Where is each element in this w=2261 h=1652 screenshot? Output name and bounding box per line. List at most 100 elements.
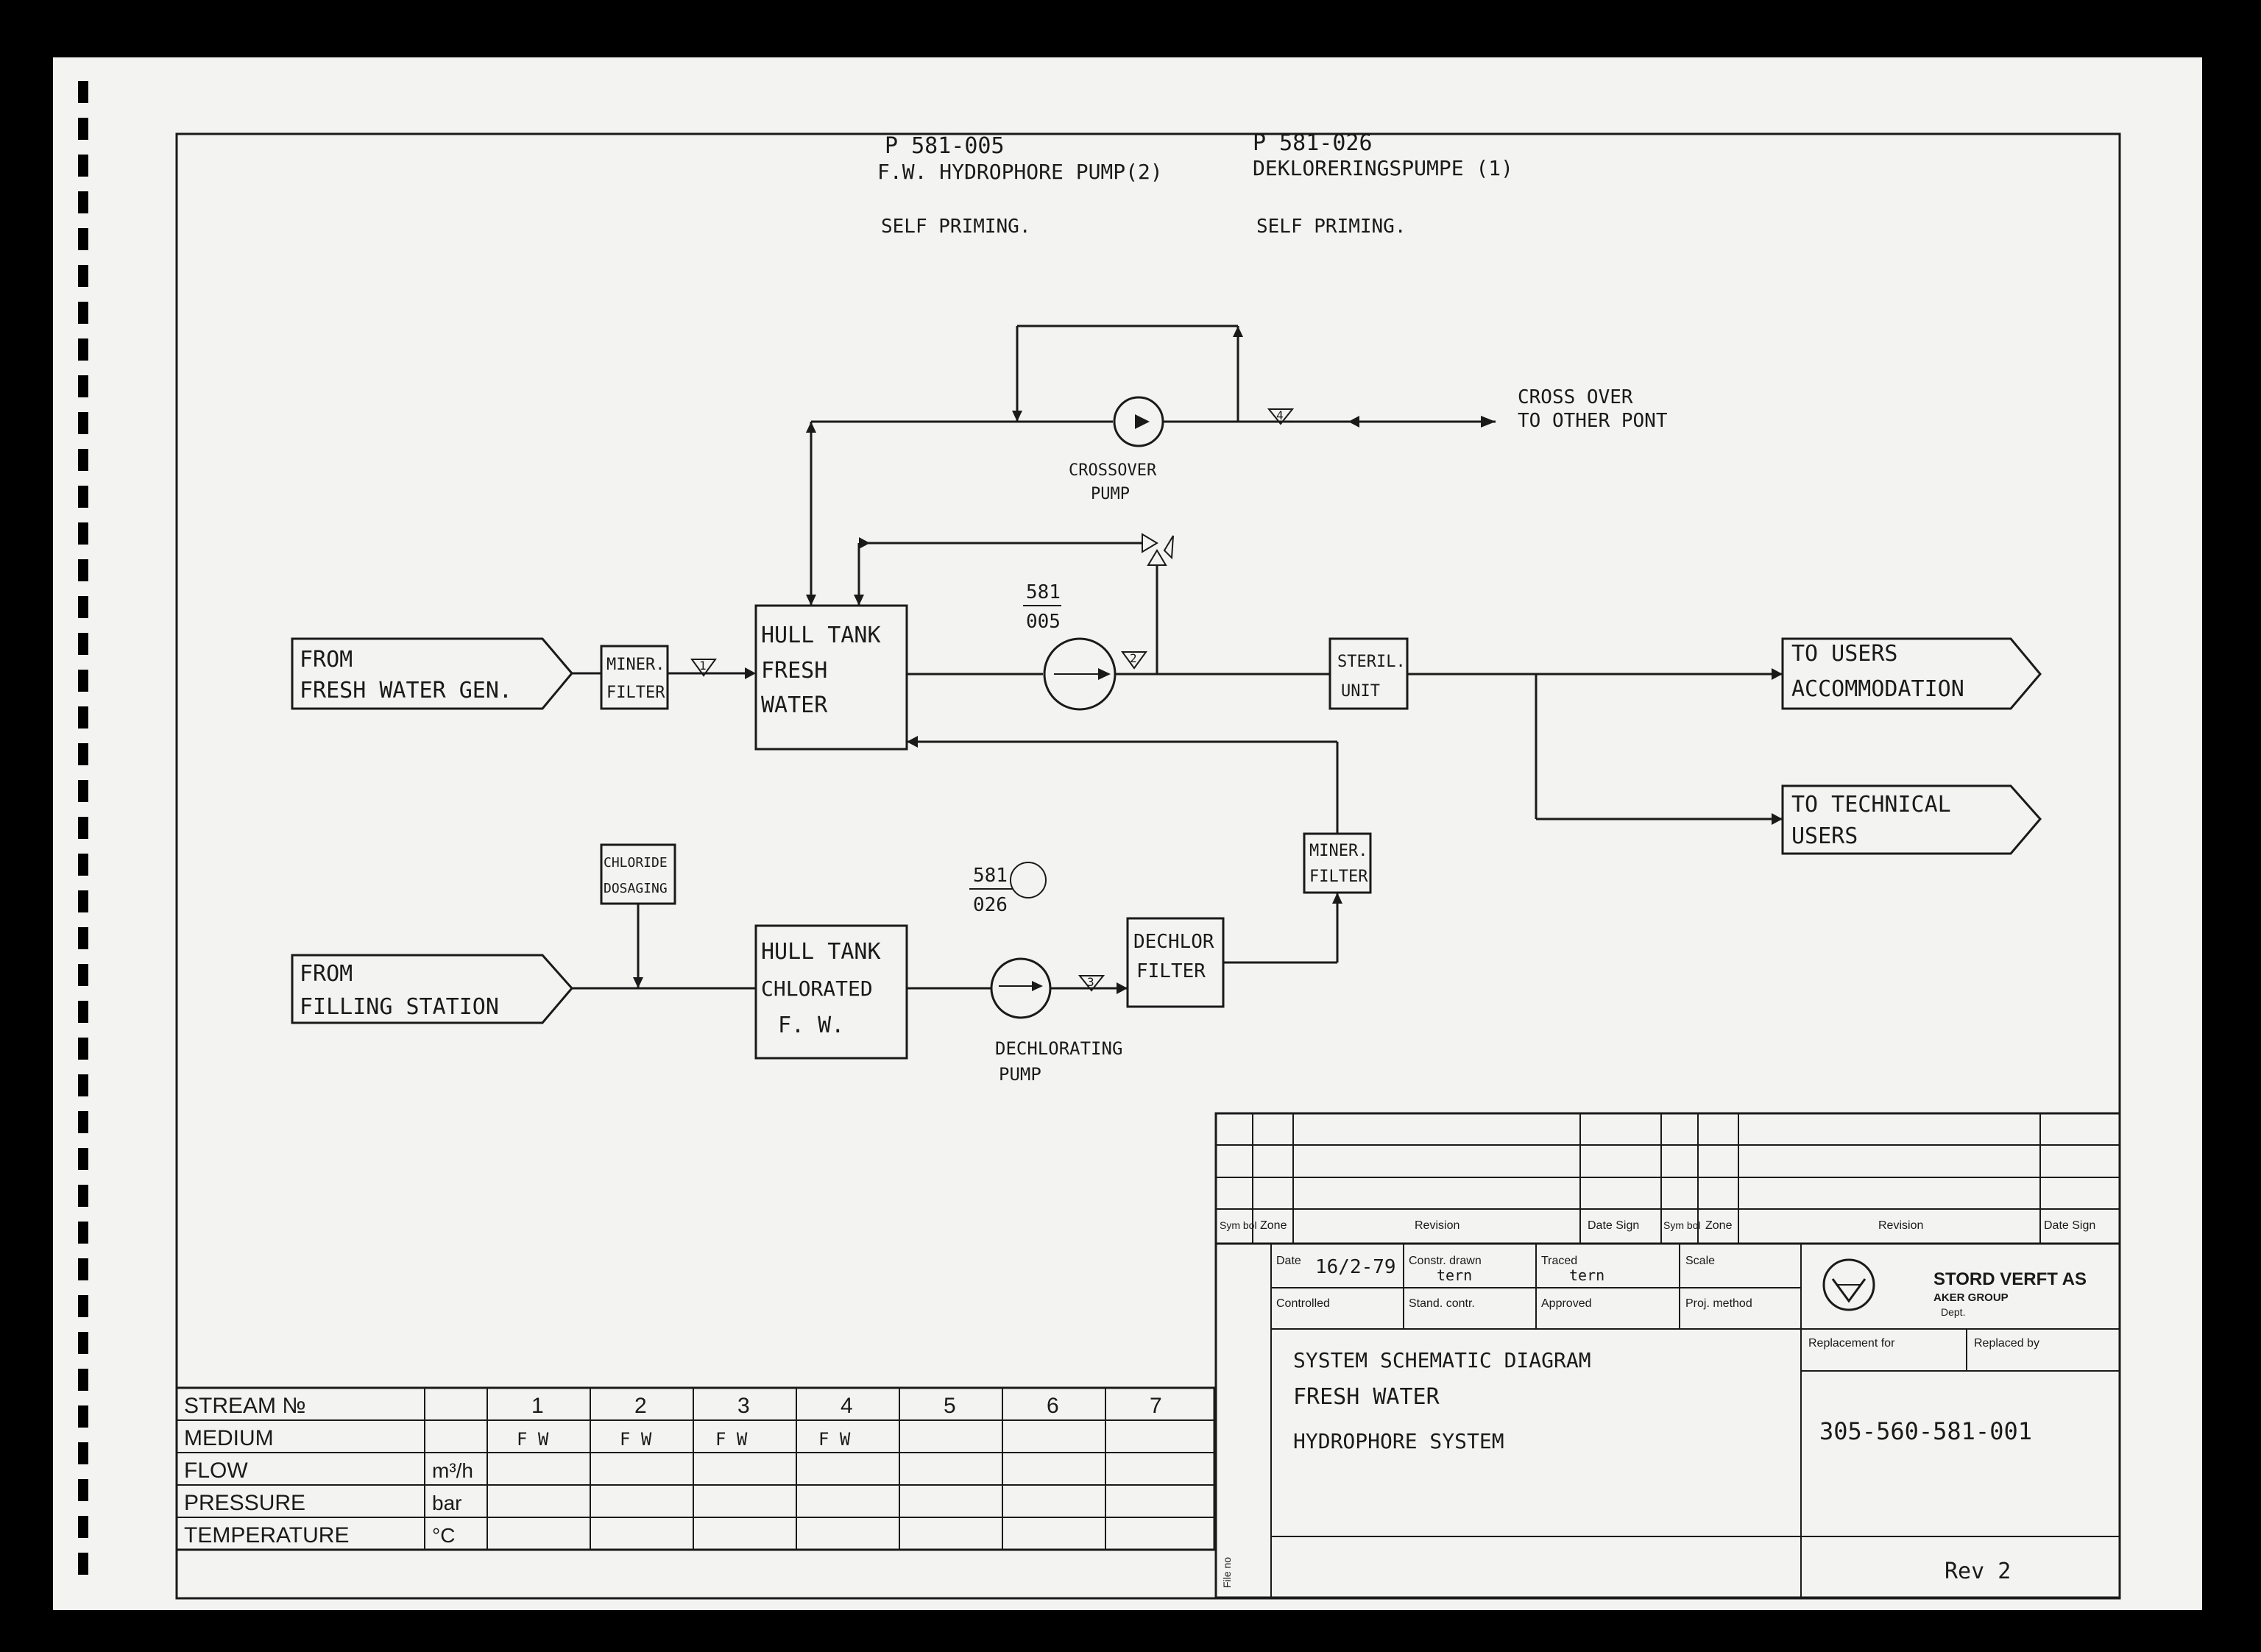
row-label-stream: STREAM № bbox=[184, 1394, 306, 1418]
scale-label: Scale bbox=[1685, 1255, 1715, 1267]
output-tech-l1: TO TECHNICAL bbox=[1791, 792, 1951, 818]
output-technical-users bbox=[1781, 784, 2042, 855]
file-no-label: File no bbox=[1221, 1557, 1233, 1588]
rev-hdr-l-revision: Revision bbox=[1415, 1219, 1459, 1232]
stream-3-marker bbox=[1078, 975, 1105, 992]
miner-filter-1-l1: MINER. bbox=[606, 656, 665, 674]
binder-hole bbox=[78, 964, 88, 986]
stream-2-number: 2 bbox=[1130, 651, 1137, 665]
binder-hole bbox=[78, 596, 88, 618]
binder-hole bbox=[78, 1148, 88, 1170]
binder-hole bbox=[78, 228, 88, 250]
rev-hdr-r-zone: Zone bbox=[1705, 1219, 1733, 1232]
tag-581-005-l1: 581 bbox=[1026, 581, 1061, 603]
binder-hole bbox=[78, 302, 88, 324]
stream-num-1: 1 bbox=[531, 1394, 544, 1418]
row-label-temperature: TEMPERATURE bbox=[184, 1523, 349, 1548]
stream-num-2: 2 bbox=[634, 1394, 647, 1418]
binder-hole bbox=[78, 375, 88, 397]
crossover-pump-l2: PUMP bbox=[1091, 485, 1130, 503]
crossover-pump-l1: CROSSOVER bbox=[1069, 461, 1157, 480]
unit-temperature: °C bbox=[432, 1524, 455, 1547]
output-users-accommodation bbox=[1781, 637, 2042, 710]
unit-flow: m³/h bbox=[432, 1459, 473, 1482]
stream-1-number: 1 bbox=[699, 659, 707, 673]
binder-strip bbox=[74, 74, 96, 1619]
dechl-pump-l2: PUMP bbox=[999, 1064, 1041, 1085]
binder-hole bbox=[78, 633, 88, 655]
company-division: Dept. bbox=[1941, 1306, 1965, 1318]
rev-hdr-r-revision: Revision bbox=[1878, 1219, 1923, 1232]
binder-hole bbox=[78, 118, 88, 140]
input-fwg-line1: FROM bbox=[300, 647, 353, 673]
hull-tank-chl-l3: F. W. bbox=[778, 1013, 844, 1038]
title-line-3: HYDROPHORE SYSTEM bbox=[1293, 1429, 1504, 1453]
steril-unit-l1: STERIL. bbox=[1337, 653, 1406, 671]
medium-3: F W bbox=[715, 1429, 748, 1450]
binder-hole bbox=[78, 1442, 88, 1464]
miner-filter-2-l1: MINER. bbox=[1309, 842, 1367, 860]
rev-hdr-r-date: Date Sign bbox=[2044, 1219, 2095, 1232]
dechlor-filter-l2: FILTER bbox=[1136, 960, 1206, 982]
binder-hole bbox=[78, 522, 88, 545]
dechlor-filter-l1: DECHLOR bbox=[1133, 931, 1214, 953]
binder-hole bbox=[78, 1332, 88, 1354]
drawing-number: 305-560-581-001 bbox=[1819, 1417, 2032, 1445]
pump1-tag: P 581-005 bbox=[885, 133, 1005, 159]
binder-hole bbox=[78, 1553, 88, 1575]
stream-3-number: 3 bbox=[1087, 975, 1094, 989]
input-filling-station bbox=[291, 954, 573, 1024]
binder-hole bbox=[78, 559, 88, 581]
binder-hole bbox=[78, 1369, 88, 1391]
tag-581-005-l2: 005 bbox=[1026, 611, 1061, 633]
row-label-medium: MEDIUM bbox=[184, 1426, 274, 1450]
hull-tank-chlorated bbox=[754, 924, 908, 1060]
relief-valve bbox=[1147, 549, 1167, 566]
stream-1-marker bbox=[690, 659, 717, 677]
input-fwg-line2: FRESH WATER GEN. bbox=[300, 678, 512, 703]
binder-hole bbox=[78, 890, 88, 912]
miner-filter-2-l2: FILTER bbox=[1309, 868, 1368, 886]
pump1-name: F.W. HYDROPHORE PUMP(2) bbox=[877, 160, 1163, 184]
constr-value: tern bbox=[1437, 1266, 1472, 1284]
dechl-pump-l1: DECHLORATING bbox=[995, 1038, 1122, 1059]
binder-hole bbox=[78, 670, 88, 692]
stream-num-3: 3 bbox=[737, 1394, 750, 1418]
binder-hole bbox=[78, 1516, 88, 1538]
stream-table: STREAM № MEDIUM FLOW PRESSURE TEMPERATUR… bbox=[175, 1386, 1216, 1551]
binder-hole bbox=[78, 1479, 88, 1501]
medium-4: F W bbox=[818, 1429, 851, 1450]
binder-hole bbox=[78, 486, 88, 508]
schematic-diagram: P 581-005 F.W. HYDROPHORE PUMP(2) SELF P… bbox=[175, 130, 2121, 1600]
binder-hole bbox=[78, 1038, 88, 1060]
binder-hole bbox=[78, 1111, 88, 1133]
stream-num-7: 7 bbox=[1150, 1394, 1162, 1418]
rev-hdr-l-zone: Zone bbox=[1260, 1219, 1287, 1232]
title-block: Sym bol Zone Revision Date Sign Sym bol … bbox=[1214, 1112, 2121, 1599]
traced-value: tern bbox=[1569, 1266, 1604, 1284]
proj-label: Proj. method bbox=[1685, 1297, 1752, 1310]
constr-label: Constr. drawn bbox=[1409, 1255, 1482, 1267]
binder-hole bbox=[78, 706, 88, 728]
unit-pressure: bar bbox=[432, 1492, 461, 1514]
company-name: STORD VERFT AS bbox=[1933, 1269, 2087, 1289]
binder-hole bbox=[78, 743, 88, 765]
traced-label: Traced bbox=[1541, 1255, 1577, 1267]
binder-hole bbox=[78, 1185, 88, 1207]
stream-2-marker bbox=[1121, 651, 1147, 670]
binder-hole bbox=[78, 1074, 88, 1096]
date-label: Date bbox=[1276, 1255, 1301, 1267]
binder-hole bbox=[78, 1405, 88, 1428]
miner-filter-1-l2: FILTER bbox=[606, 684, 665, 702]
binder-hole bbox=[78, 191, 88, 213]
binder-hole bbox=[78, 338, 88, 361]
drawing-sheet: P 581-005 F.W. HYDROPHORE PUMP(2) SELF P… bbox=[53, 57, 2202, 1610]
miner-filter-1 bbox=[600, 645, 669, 710]
controlled-label: Controlled bbox=[1276, 1297, 1330, 1310]
crossover-out-l1: CROSS OVER bbox=[1518, 386, 1633, 408]
pump2-name: DEKLORERINGSPUMPE (1) bbox=[1253, 156, 1513, 180]
stream-num-6: 6 bbox=[1047, 1394, 1059, 1418]
company-logo bbox=[1822, 1258, 1875, 1311]
stand-label: Stand. contr. bbox=[1409, 1297, 1475, 1310]
stream-num-5: 5 bbox=[944, 1394, 956, 1418]
